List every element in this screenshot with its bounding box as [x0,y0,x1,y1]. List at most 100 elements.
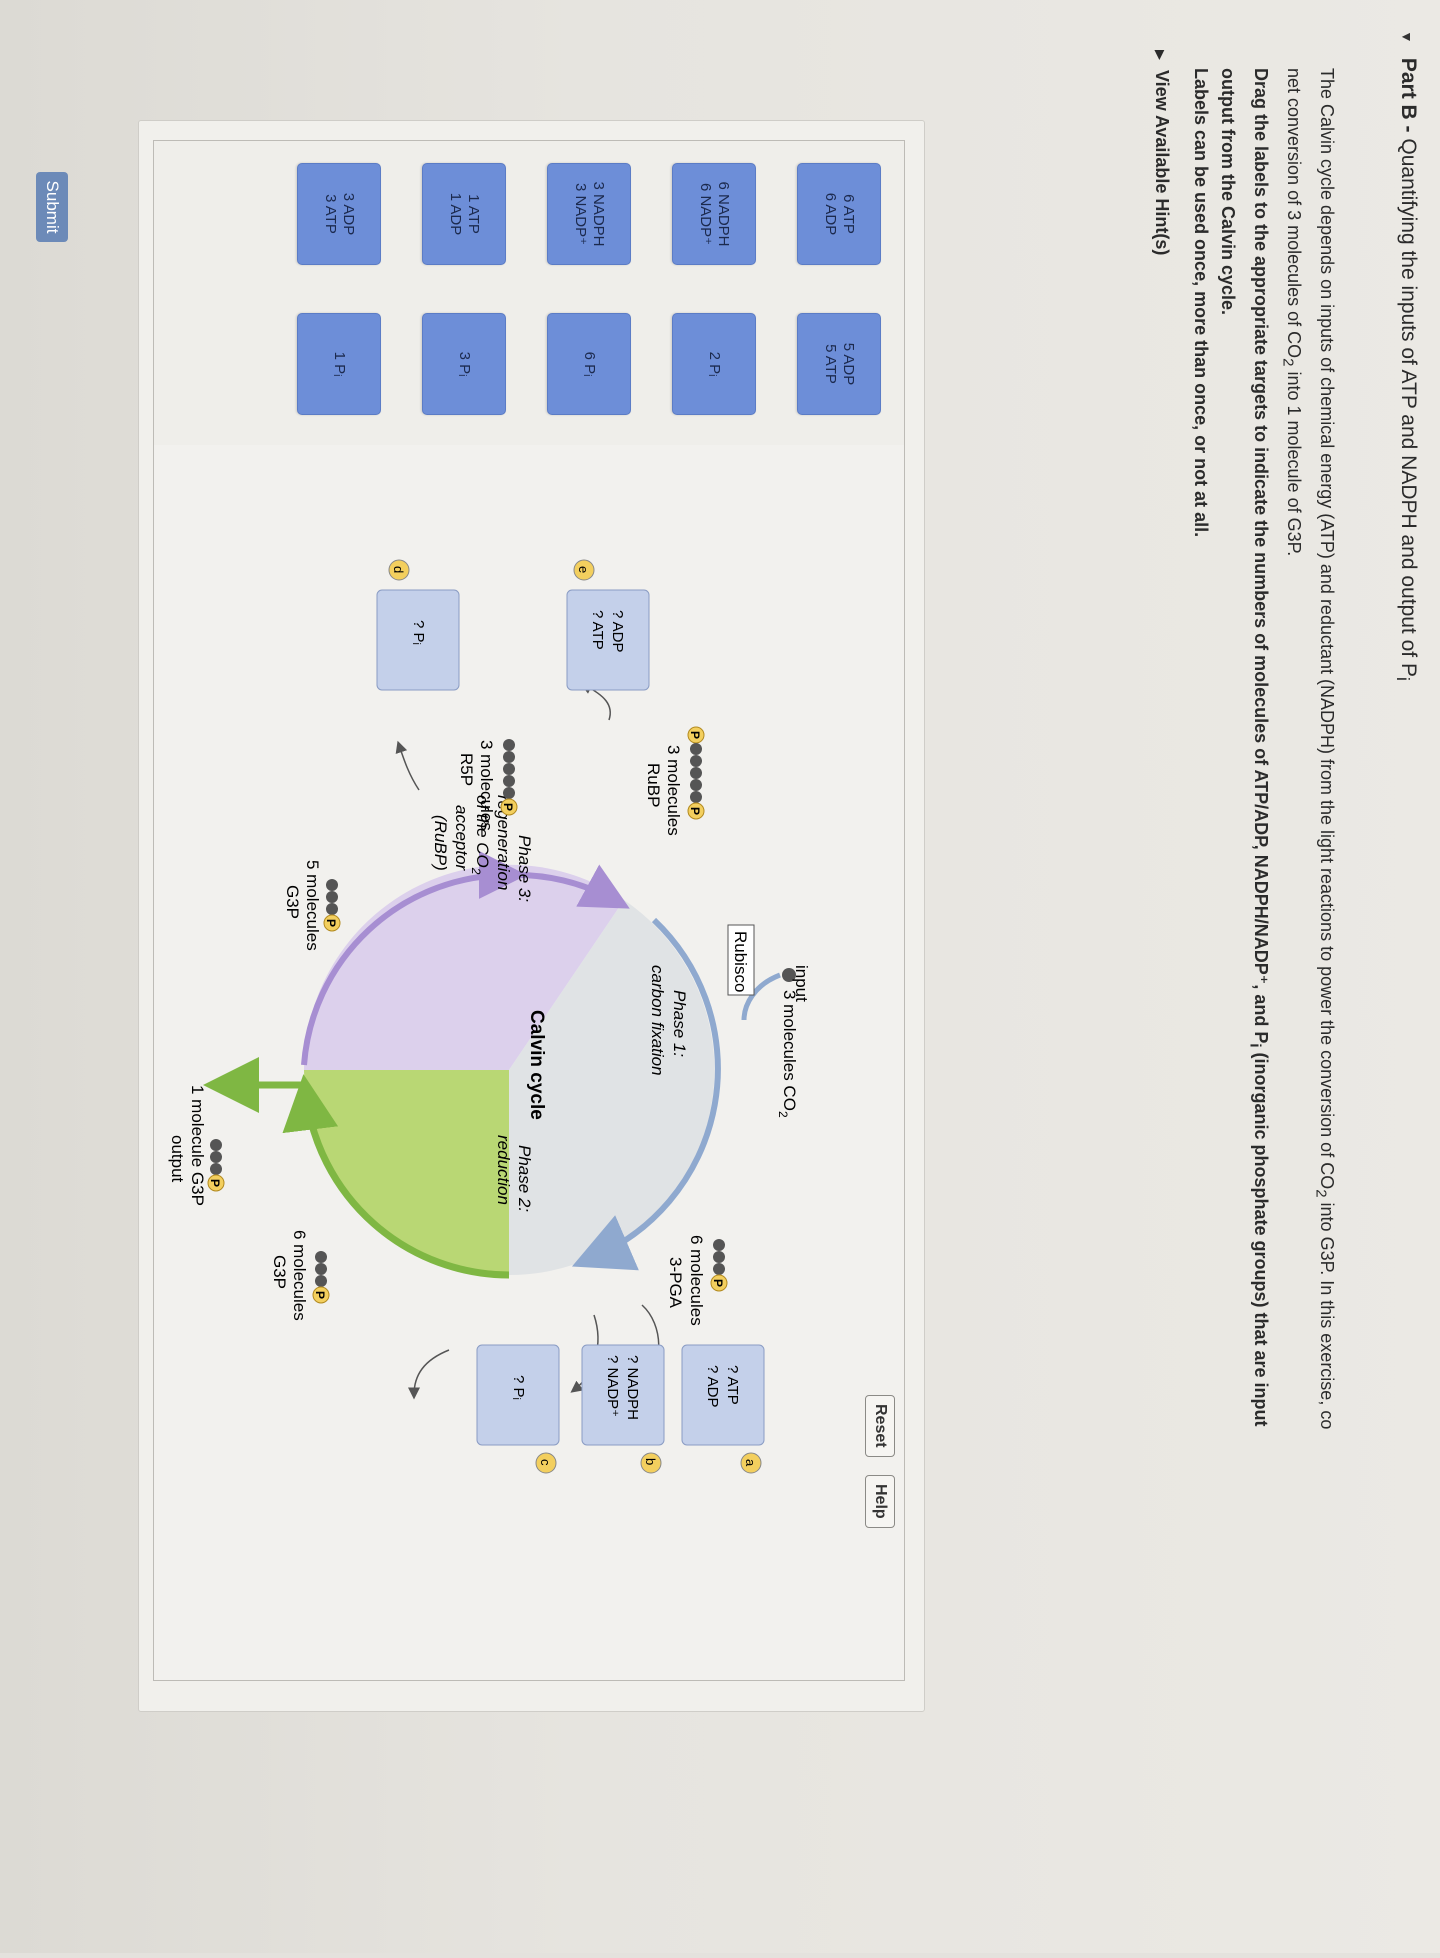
phase2-arrow [282,1074,510,1279]
r5p-molecule-icon: P [500,739,518,816]
intro-co2-sub-2: 2 [1279,358,1297,367]
target-b-line2: ? NADP⁺ [604,1355,621,1417]
target-c-badge: c [535,1452,557,1474]
badge-letter: e [576,566,591,573]
instr-line1: Drag the labels to the appropriate targe… [1251,68,1271,1044]
phase3-line4: (RuBP) [431,815,450,871]
label-line: 3 ADP [340,192,357,236]
intro-paragraph: The Calvin cycle depends on inputs of ch… [1275,68,1340,1958]
pga-count: 6 molecules [687,1235,706,1326]
view-hints-link[interactable]: ▶ View Available Hint(s) [1151,50,1172,255]
collapse-triangle-icon[interactable]: ▼ [1399,30,1415,44]
g3p5-molecule-icon: P [323,879,341,932]
expand-triangle-icon: ▶ [1153,50,1168,60]
intro-line2: net conversion of 3 molecules of CO [1284,68,1305,359]
target-c-connector [408,1349,450,1400]
target-a-line1: ? ATP [724,1365,741,1405]
g3p-output-molecule-icon: P [207,1139,225,1192]
calvin-cycle-diagram: input 3 molecules CO2 Rubisco Phase 1: c… [168,559,811,1474]
part-label: Part B [1397,57,1420,120]
label-6pi[interactable]: 6 Pᵢ [547,313,631,415]
drop-target-e[interactable]: ? ADP ? ATP [566,589,650,691]
label-line: 6 ADP [822,192,839,236]
drop-target-a[interactable]: ? ATP ? ADP [681,1344,765,1446]
label-line: 5 ATP [822,344,839,384]
phosphate-symbol: P [313,1291,327,1299]
drop-target-c[interactable]: ? Pᵢ [476,1344,560,1446]
submit-button[interactable]: Submit [36,172,68,242]
g3p6-name: G3P [270,1255,289,1289]
target-b-line1: ? NADPH [624,1355,641,1420]
rubp-name: RuBP [644,763,663,807]
instr-line1-rest: (inorganic phosphate groups) that are in… [1251,1047,1271,1427]
instr-line2: output from the Calvin cycle. [1218,68,1239,316]
label-1pi[interactable]: 1 Pᵢ [297,313,381,415]
label-line: 5 ADP [840,342,857,386]
badge-letter: b [643,1458,658,1465]
label-line: 6 NADP⁺ [697,182,714,246]
pga-name: 3-PGA [666,1257,685,1309]
phosphate-symbol: P [711,1279,725,1287]
part-title: Quantifying the inputs of ATP and NADPH … [1397,138,1420,677]
phase1-sector [509,900,715,1276]
r5p-count: 3 molecules [477,740,496,831]
phosphate-symbol: P [501,803,515,811]
phase2-sector [304,1070,509,1275]
label-3pi[interactable]: 3 Pᵢ [422,313,506,415]
intro-line1-rest: into G3P. In this exercise, co [1317,1197,1337,1430]
diagram-area: input 3 molecules CO2 Rubisco Phase 1: c… [153,445,905,1681]
reset-button[interactable]: Reset [865,1395,895,1457]
input-label: input [792,965,811,1002]
label-line: 6 Pᵢ [581,351,598,377]
badge-letter: c [538,1459,553,1466]
phase3-title: Phase 3: [515,835,534,902]
phosphate-symbol: P [688,807,702,815]
calvin-cycle-title: Calvin cycle [526,1010,547,1120]
phase3-line1: regeneration [494,795,513,890]
label-2pi[interactable]: 2 Pᵢ [672,313,756,415]
target-d-connector [395,740,420,791]
part-header[interactable]: ▼Part B - Quantifying the inputs of ATP … [1392,30,1420,681]
phase3-line2: of the CO2 [469,795,492,875]
output-count: 1 molecule G3P [188,1085,207,1206]
rubp-molecule-icon: P P [687,726,705,820]
label-line: 1 ADP [447,192,464,236]
intro-line1: The Calvin cycle depends on inputs of ch… [1317,68,1337,1190]
phosphate-symbol: P [688,731,702,739]
phase3-arrow-2 [508,864,630,909]
phase1-desc: carbon fixation [648,965,667,1076]
label-line: 1 Pᵢ [331,351,348,377]
part-title-sub: i [1392,676,1413,681]
rubp-count: 3 molecules [664,745,683,836]
phase2-desc: reduction [494,1135,513,1205]
phase2-title: Phase 2: [515,1145,534,1212]
intro-line2-rest: into 1 molecule of G3P. [1284,366,1305,557]
drop-target-d[interactable]: ? Pᵢ [376,589,460,691]
target-d-line1: ? Pᵢ [410,620,427,645]
g3p6-count: 6 molecules [290,1230,309,1321]
view-hints-label: View Available Hint(s) [1152,70,1172,256]
target-a-badge: a [740,1452,762,1474]
badge-letter: d [391,566,406,573]
badge-letter: a [743,1459,758,1467]
label-line: 1 ATP [465,194,482,234]
g3p6-molecule-icon: P [312,1251,330,1304]
target-b-badge: b [640,1452,662,1474]
target-d-badge: d [388,559,410,581]
label-line: 2 Pᵢ [706,351,723,377]
drag-instructions: Drag the labels to the appropriate targe… [1215,68,1274,1958]
g3p5-count: 5 molecules [303,860,322,951]
drop-target-b[interactable]: ? NADPH ? NADP⁺ [581,1344,665,1446]
phosphate-symbol: P [324,919,338,927]
label-line: 3 NADPH [590,181,607,247]
help-button[interactable]: Help [865,1475,895,1528]
phase3-line3: acceptor [452,805,471,872]
target-a-line2: ? ADP [704,1365,721,1408]
